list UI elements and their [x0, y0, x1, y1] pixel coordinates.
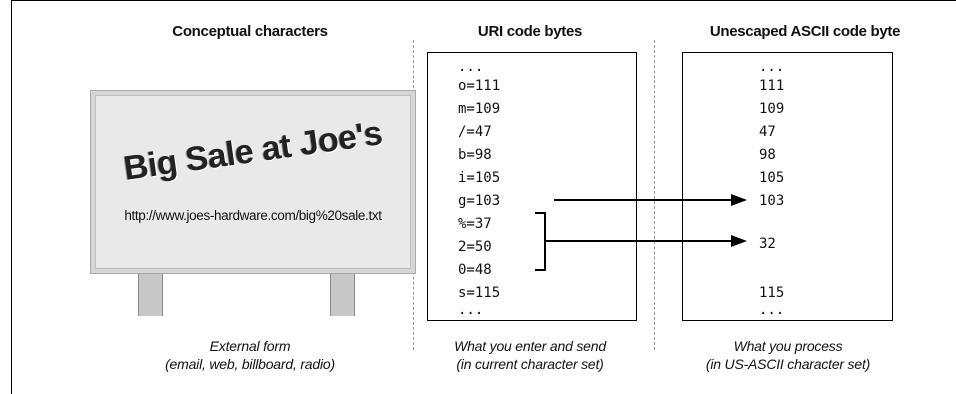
uri-byte-slash: /=47: [458, 124, 492, 140]
arrow-g-to-103: [554, 194, 747, 206]
column-divider-right: [654, 40, 655, 350]
uri-byte-m: m=109: [458, 101, 501, 117]
caption-external-line1: External form: [209, 338, 291, 354]
ascii-byte-ellipsis-bottom: ...: [759, 302, 785, 318]
caption-enter-line1: What you enter and send: [454, 338, 606, 354]
ascii-byte-115: 115: [759, 285, 785, 301]
uri-byte-ellipsis-top: ...: [458, 59, 484, 75]
uri-byte-s: s=115: [458, 285, 501, 301]
arrow-escape-to-32: [545, 235, 747, 247]
column-divider-left: [413, 40, 414, 350]
ascii-byte-103: 103: [759, 193, 785, 209]
caption-external-line2: (email, web, billboard, radio): [165, 356, 335, 372]
percent-escape-bracket: [535, 212, 546, 271]
ascii-byte-32: 32: [759, 236, 776, 252]
caption-process-line2: (in US-ASCII character set): [705, 356, 871, 372]
billboard-post-right: [330, 268, 355, 316]
uri-byte-2: 2=50: [458, 239, 492, 255]
ascii-byte-109: 109: [759, 101, 785, 117]
uri-byte-o: o=111: [458, 78, 501, 94]
frame-top-border: [11, 0, 956, 1]
caption-enter-line2: (in current character set): [456, 356, 604, 372]
uri-byte-i: i=105: [458, 170, 501, 186]
uri-byte-g: g=103: [458, 193, 501, 209]
uri-byte-0: 0=48: [458, 262, 492, 278]
billboard-post-left: [138, 268, 163, 316]
frame-left-border: [11, 0, 12, 394]
uri-byte-b: b=98: [458, 147, 492, 163]
uri-byte-ellipsis-bottom: ...: [458, 302, 484, 318]
uri-byte-percent: %=37: [458, 216, 492, 232]
caption-enter: What you enter and send (in current char…: [420, 337, 640, 373]
ascii-byte-47: 47: [759, 124, 776, 140]
ascii-byte-ellipsis-top: ...: [759, 59, 785, 75]
heading-conceptual: Conceptual characters: [172, 23, 328, 40]
billboard: Big Sale at Joe's http://www.joes-hardwa…: [96, 96, 410, 268]
caption-external: External form (email, web, billboard, ra…: [110, 337, 390, 373]
heading-uri: URI code bytes: [477, 23, 583, 40]
caption-process: What you process (in US-ASCII character …: [672, 337, 904, 373]
ascii-byte-105: 105: [759, 170, 785, 186]
billboard-url: http://www.joes-hardware.com/big%20sale.…: [124, 208, 382, 223]
ascii-bytes-box: ... 111 109 47 98 105 103 32 115 ...: [682, 52, 893, 321]
caption-process-line1: What you process: [733, 338, 843, 354]
uri-bytes-box: ... o=111 m=109 /=47 b=98 i=105 g=103 %=…: [427, 52, 637, 321]
heading-unescaped: Unescaped ASCII code byte: [709, 23, 901, 40]
ascii-byte-98: 98: [759, 147, 776, 163]
ascii-byte-111: 111: [759, 78, 785, 94]
